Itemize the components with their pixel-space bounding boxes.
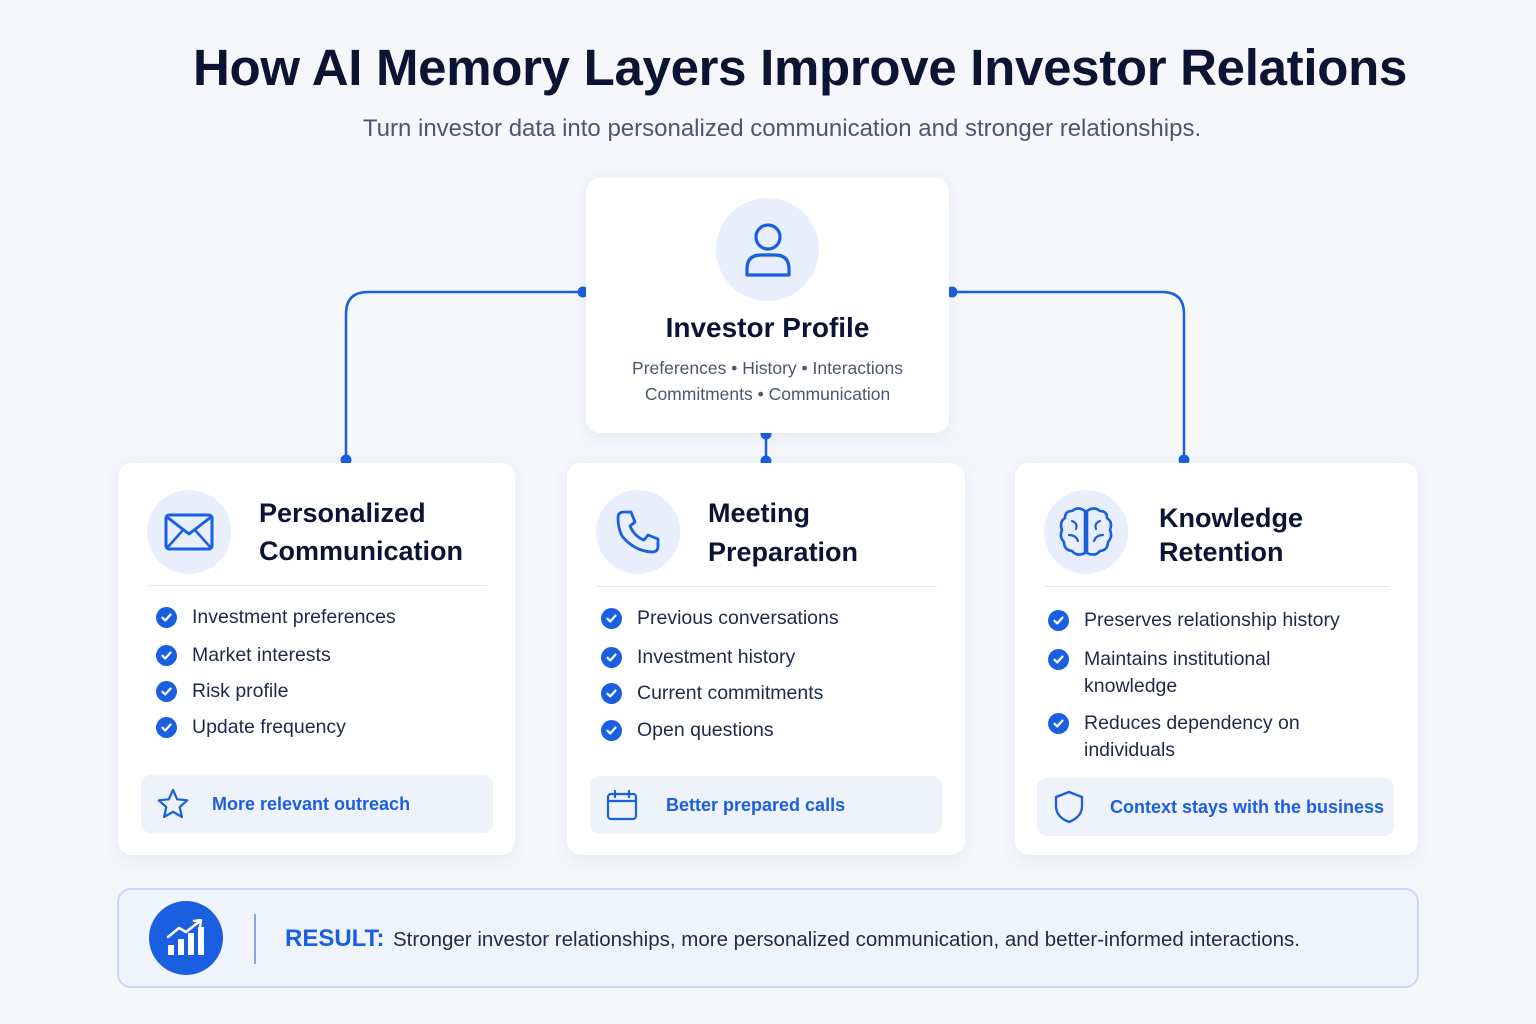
knowledge-retention-card: Knowledge Retention Preserves relationsh… xyxy=(1015,463,1418,855)
card-heading-line1: Knowledge xyxy=(1159,503,1304,533)
list-item: Open questions xyxy=(601,717,774,744)
profile-attributes-line2: Commitments • Communication xyxy=(644,384,891,404)
personalized-communication-card: Personalized Communication Investment pr… xyxy=(118,463,515,855)
outcome-badge: Context stays with the business xyxy=(1037,778,1394,836)
profile-title: Investor Profile xyxy=(665,312,870,343)
check-icon xyxy=(156,645,177,666)
profile-attributes-line1: Preferences • History • Interactions xyxy=(632,358,903,378)
list-item: Market interests xyxy=(156,642,331,669)
star-icon xyxy=(156,788,190,820)
check-icon xyxy=(1048,610,1069,631)
result-divider xyxy=(254,914,256,964)
check-icon xyxy=(1048,649,1069,670)
card-heading-line1: Personalized xyxy=(259,498,426,528)
result-text: Stronger investor relationships, more pe… xyxy=(393,928,1301,951)
investor-profile-card: Investor Profile Preferences • History •… xyxy=(586,178,949,433)
phone-icon xyxy=(596,490,680,574)
brain-icon xyxy=(1044,490,1128,574)
list-item: Investment preferences xyxy=(156,604,396,631)
card-heading-line2: Communication xyxy=(259,536,464,566)
card-divider xyxy=(147,585,487,586)
result-label: RESULT: xyxy=(285,925,385,952)
list-item: Current commitments xyxy=(601,680,823,707)
check-icon xyxy=(1048,713,1069,734)
list-item: Preserves relationship history xyxy=(1048,607,1340,634)
chart-growth-icon xyxy=(149,901,223,975)
list-item: Update frequency xyxy=(156,714,346,741)
calendar-icon xyxy=(606,789,638,821)
check-icon xyxy=(156,607,177,628)
outcome-badge: More relevant outreach xyxy=(141,775,493,833)
list-item: Investment history xyxy=(601,644,795,671)
outcome-text: More relevant outreach xyxy=(212,793,411,814)
envelope-icon xyxy=(147,490,231,574)
check-icon xyxy=(156,717,177,738)
list-item: Risk profile xyxy=(156,678,288,705)
outcome-text: Better prepared calls xyxy=(666,794,846,815)
user-icon xyxy=(716,198,819,301)
check-icon xyxy=(601,608,622,629)
page-subtitle: Turn investor data into personalized com… xyxy=(362,115,1202,142)
outcome-text: Context stays with the business xyxy=(1110,796,1385,817)
card-heading-line2: Retention xyxy=(1159,537,1284,567)
check-icon xyxy=(601,683,622,704)
check-icon xyxy=(601,647,622,668)
outcome-badge: Better prepared calls xyxy=(590,776,942,834)
page-title: How AI Memory Layers Improve Investor Re… xyxy=(192,39,1408,96)
check-icon xyxy=(601,720,622,741)
card-divider xyxy=(1044,586,1390,587)
shield-icon xyxy=(1054,790,1084,824)
meeting-preparation-card: Meeting Preparation Previous conversatio… xyxy=(567,463,965,855)
card-heading-line1: Meeting xyxy=(708,498,811,528)
result-banner: RESULT: Stronger investor relationships,… xyxy=(117,888,1419,988)
list-item: Previous conversations xyxy=(601,605,839,632)
card-heading-line2: Preparation xyxy=(708,537,859,567)
card-divider xyxy=(596,586,937,587)
check-icon xyxy=(156,681,177,702)
